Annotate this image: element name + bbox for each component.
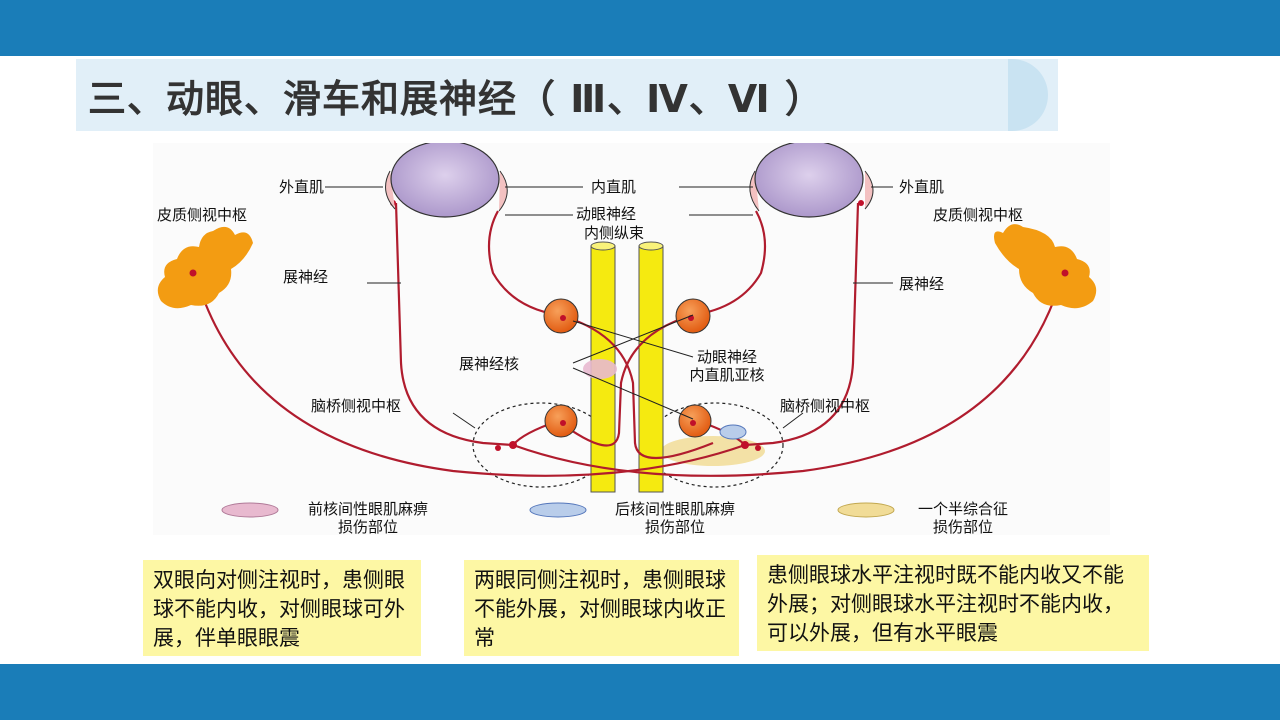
posterior-ino-lesion [719, 424, 747, 440]
label-pontine-center-left: 脑桥侧视中枢 [311, 397, 402, 415]
mlf-left-top [590, 241, 616, 251]
legend-swatch-anterior [221, 502, 279, 518]
legend-posterior: 后核间性眼肌麻痹 损伤部位 [590, 500, 760, 536]
label-pontine-center-right: 脑桥侧视中枢 [780, 397, 871, 415]
label-abducens-nucleus: 展神经核 [459, 355, 520, 373]
label-lateral-rectus-left: 外直肌 [279, 178, 325, 196]
diagram-svg [157, 140, 1097, 518]
legend-one-and-a-half-line1: 一个半综合征 [917, 500, 1008, 518]
legend-anterior-line1: 前核间性眼肌麻痹 [307, 500, 428, 518]
note-anterior-ino: 双眼向对侧注视时，患侧眼球不能内收，对侧眼球可外展，伴单眼眼震 [143, 560, 421, 656]
one-and-a-half-lesion [661, 436, 765, 466]
legend-swatch-one-and-a-half [837, 502, 895, 518]
note-one-and-a-half: 患侧眼球水平注视时既不能内收又不能外展；对侧眼球水平注视时不能内收，可以外展，但… [757, 555, 1149, 651]
title-decoration [1008, 59, 1048, 131]
left-cortex [157, 226, 253, 309]
mlf-right-column [638, 245, 664, 493]
legend-posterior-line1: 后核间性眼肌麻痹 [614, 500, 735, 518]
right-cortex [994, 224, 1097, 309]
anterior-ino-lesion [583, 359, 617, 379]
label-lateral-rectus-right: 外直肌 [899, 178, 945, 196]
legend-one-and-a-half: 一个半综合征 损伤部位 [898, 500, 1028, 536]
left-eye [385, 140, 508, 218]
label-oculomotor-subnucleus-line1: 动眼神经 [696, 348, 757, 366]
legend-posterior-line2: 损伤部位 [644, 518, 705, 536]
label-oculomotor-subnucleus-line2: 内直肌亚核 [689, 366, 765, 384]
legend-anterior: 前核间性眼肌麻痹 损伤部位 [283, 500, 453, 536]
oculomotor-diagram: 外直肌 内直肌 外直肌 皮质侧视中枢 皮质侧视中枢 动眼神经 内侧纵束 展神经 … [153, 140, 1110, 536]
label-oculomotor-subnucleus: 动眼神经 内直肌亚核 [665, 348, 789, 384]
title-band [76, 59, 1058, 131]
bottom-bar [0, 664, 1280, 720]
label-oculomotor-nerve: 动眼神经 [576, 205, 637, 223]
label-medial-rectus: 内直肌 [591, 178, 637, 196]
label-abducens-nerve-right: 展神经 [899, 275, 945, 293]
legend-swatch-posterior [529, 502, 587, 518]
label-cortical-center-right: 皮质侧视中枢 [933, 206, 1024, 224]
note-abducens-palsy: 两眼同侧注视时，患侧眼球不能外展，对侧眼球内收正常 [464, 560, 739, 656]
slide-title: 三、动眼、滑车和展神经（ Ⅲ、Ⅳ、Ⅵ ） [88, 77, 824, 121]
label-mlf: 内侧纵束 [584, 224, 645, 242]
legend-one-and-a-half-line2: 损伤部位 [932, 518, 993, 536]
legend-anterior-line2: 损伤部位 [337, 518, 398, 536]
nerve-pathways [193, 202, 1065, 477]
top-bar [0, 0, 1280, 56]
leader-lines [325, 186, 893, 429]
mlf-right-top [638, 241, 664, 251]
right-eye [749, 140, 874, 218]
label-abducens-nerve-left: 展神经 [283, 268, 329, 286]
label-cortical-center-left: 皮质侧视中枢 [157, 206, 248, 224]
